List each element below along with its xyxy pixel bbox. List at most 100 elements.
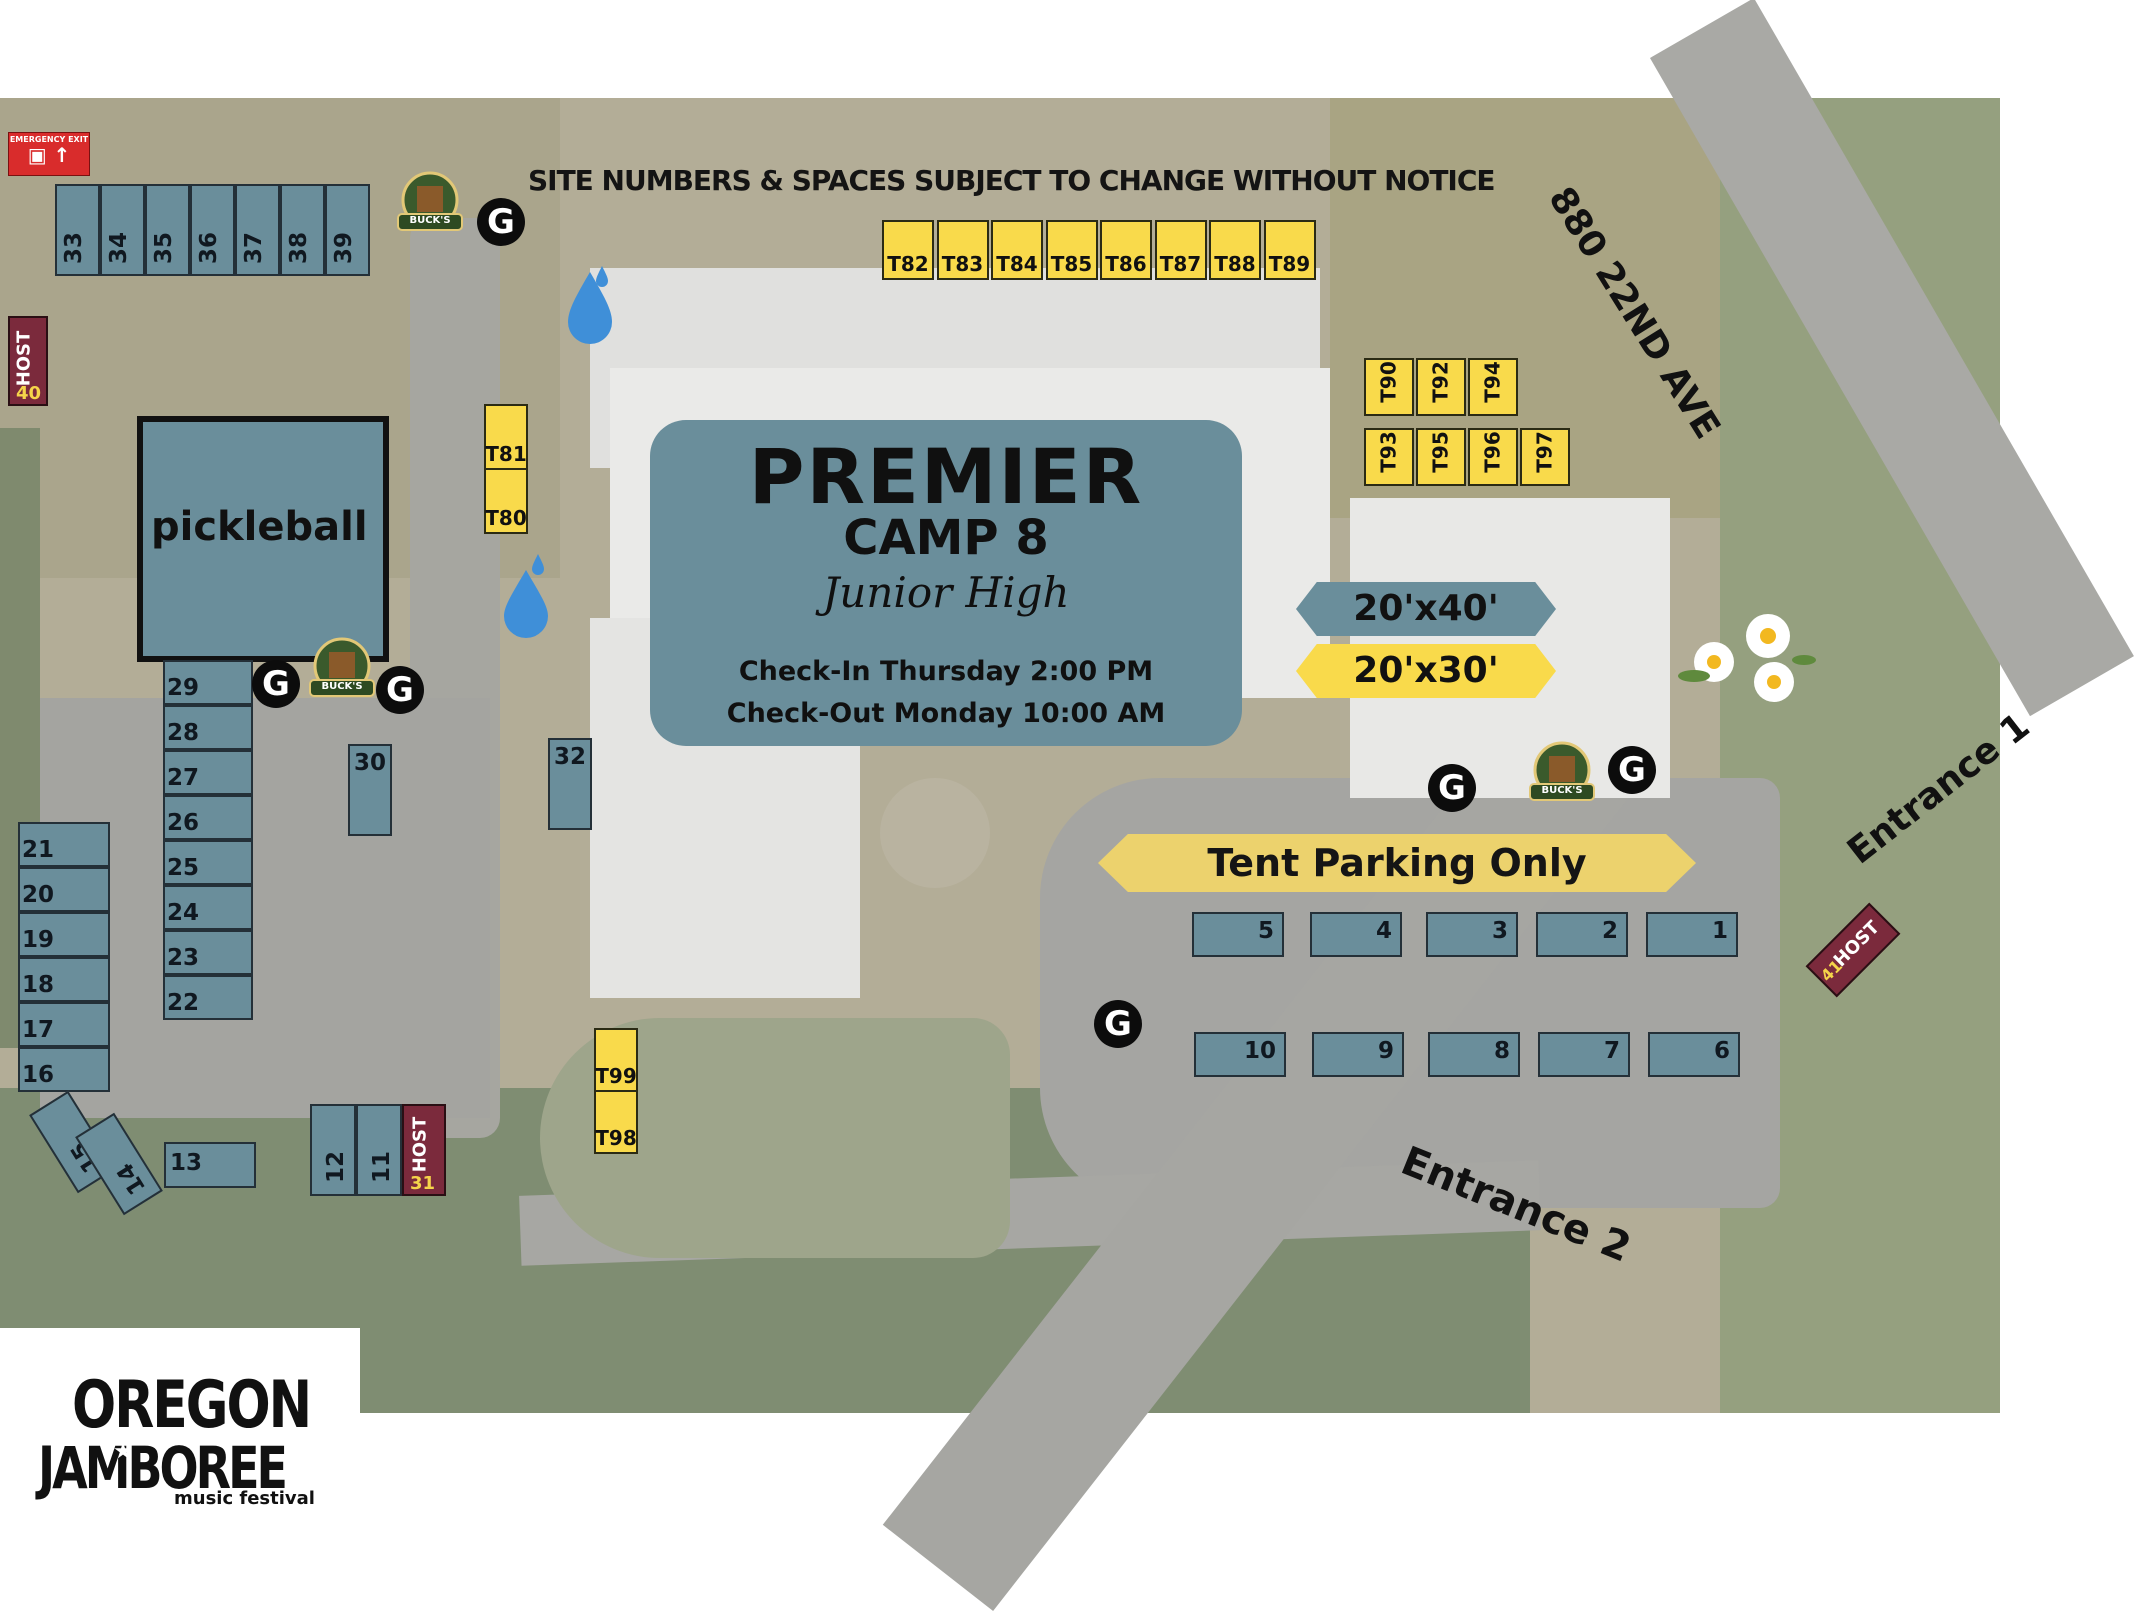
tent-site-T89[interactable]: T89 (1263, 220, 1316, 280)
campsite-1[interactable]: 1 (1646, 912, 1738, 957)
campsite-38[interactable]: 38 (280, 184, 325, 276)
campsite-30[interactable]: 30 (348, 744, 392, 836)
campsite-5[interactable]: 5 (1192, 912, 1284, 957)
exit-arrow-icon: ▣ ↑ (27, 143, 71, 167)
pickleball-label: pickleball (151, 504, 368, 550)
tent-site-T92[interactable]: T92 (1416, 358, 1466, 416)
campsite-number: 11 (369, 1150, 396, 1184)
campsite-25[interactable]: 25 (163, 840, 253, 885)
tent-site-number: T98 (595, 1126, 637, 1150)
tent-site-number: T87 (1159, 252, 1202, 276)
tent-site-T97[interactable]: T97 (1520, 428, 1570, 486)
pickleball-court: pickleball (137, 416, 389, 662)
campsite-number: 23 (167, 945, 200, 971)
tent-site-T94[interactable]: T94 (1468, 358, 1518, 416)
water-drop-icon (568, 266, 612, 344)
campsite-24[interactable]: 24 (163, 885, 253, 930)
garbage-marker-icon: G (1094, 1000, 1142, 1048)
campsite-7[interactable]: 7 (1538, 1032, 1630, 1077)
tent-site-T85[interactable]: T85 (1045, 220, 1098, 280)
tent-site-T96[interactable]: T96 (1468, 428, 1518, 486)
campsite-37[interactable]: 37 (235, 184, 280, 276)
tent-site-number: T86 (1105, 252, 1147, 276)
tent-site-T99[interactable]: T99 (594, 1028, 638, 1092)
host-site-31[interactable]: HOST 31 (402, 1104, 446, 1196)
tent-site-T86[interactable]: T86 (1100, 220, 1152, 280)
campsite-16[interactable]: 16 (18, 1047, 110, 1092)
campsite-20[interactable]: 20 (18, 867, 110, 912)
campsite-number: 38 (286, 231, 312, 264)
campsite-10[interactable]: 10 (1194, 1032, 1286, 1077)
title-panel: PREMIER CAMP 8 Junior High Check-In Thur… (650, 420, 1242, 746)
tent-site-T83[interactable]: T83 (936, 220, 989, 280)
tent-site-T87[interactable]: T87 (1154, 220, 1207, 280)
campsite-4[interactable]: 4 (1310, 912, 1402, 957)
host-number: 40 (16, 383, 42, 404)
campsite-39[interactable]: 39 (325, 184, 370, 276)
campsite-33[interactable]: 33 (55, 184, 100, 276)
tent-site-number: T96 (1480, 431, 1505, 473)
garbage-marker-icon: G (477, 198, 525, 246)
host-site-40[interactable]: HOST 40 (8, 316, 48, 406)
tent-site-T93[interactable]: T93 (1364, 428, 1414, 486)
campsite-number: 3 (1491, 918, 1508, 944)
campsite-number: 7 (1603, 1038, 1620, 1064)
host-label: HOST (409, 1116, 431, 1173)
tent-site-number: T84 (996, 252, 1038, 276)
campsite-21[interactable]: 21 (18, 822, 110, 867)
tent-site-number: T89 (1268, 252, 1311, 276)
campsite-35[interactable]: 35 (145, 184, 190, 276)
campsite-9[interactable]: 9 (1312, 1032, 1404, 1077)
checkout-text: Check-Out Monday 10:00 AM (726, 698, 1166, 729)
tent-site-T82[interactable]: T82 (882, 220, 934, 280)
campsite-23[interactable]: 23 (163, 930, 253, 975)
notice-text: SITE NUMBERS & SPACES SUBJECT TO CHANGE … (528, 164, 1496, 197)
campsite-number: 16 (22, 1062, 55, 1088)
campsite-28[interactable]: 28 (163, 705, 253, 750)
campsite-number: 20 (22, 882, 55, 908)
tent-site-number: T80 (485, 506, 527, 530)
campsite-17[interactable]: 17 (18, 1002, 110, 1047)
campsite-6[interactable]: 6 (1648, 1032, 1740, 1077)
tent-site-number: T99 (595, 1064, 637, 1088)
campsite-number: 1 (1711, 918, 1728, 944)
legend-large-site: 20'x40' (1296, 582, 1556, 636)
tent-site-number: T90 (1376, 361, 1401, 403)
tent-parking-banner: Tent Parking Only (1098, 834, 1696, 892)
campsite-26[interactable]: 26 (163, 795, 253, 840)
host-number: 31 (410, 1173, 436, 1194)
campsite-29[interactable]: 29 (163, 660, 253, 705)
campsite-13[interactable]: 13 (164, 1142, 256, 1188)
tent-site-number: T83 (941, 252, 984, 276)
campsite-22[interactable]: 22 (163, 975, 253, 1020)
campsite-19[interactable]: 19 (18, 912, 110, 957)
tent-site-T98[interactable]: T98 (594, 1090, 638, 1154)
campsite-number: 6 (1713, 1038, 1730, 1064)
garbage-marker-icon: G (376, 666, 424, 714)
campsite-number: 17 (22, 1017, 55, 1043)
tent-site-T80[interactable]: T80 (484, 468, 528, 534)
legend-small-site: 20'x30' (1296, 644, 1556, 698)
emergency-exit-label: EMERGENCY EXIT (9, 135, 89, 144)
campsite-36[interactable]: 36 (190, 184, 235, 276)
campsite-32[interactable]: 32 (548, 738, 592, 830)
campsite-2[interactable]: 2 (1536, 912, 1628, 957)
tent-site-T81[interactable]: T81 (484, 404, 528, 470)
campsite-34[interactable]: 34 (100, 184, 145, 276)
campsite-18[interactable]: 18 (18, 957, 110, 1002)
campsite-12[interactable]: 12 (310, 1104, 356, 1196)
campsite-11[interactable]: 11 (356, 1104, 402, 1196)
campsite-number: 5 (1257, 918, 1274, 944)
campsite-number: 8 (1493, 1038, 1510, 1064)
tent-site-T90[interactable]: T90 (1364, 358, 1414, 416)
campsite-3[interactable]: 3 (1426, 912, 1518, 957)
tent-site-T88[interactable]: T88 (1209, 220, 1261, 280)
campsite-number: 2 (1601, 918, 1618, 944)
tent-site-T84[interactable]: T84 (991, 220, 1043, 280)
campsite-number: 24 (167, 900, 200, 926)
tent-site-T95[interactable]: T95 (1416, 428, 1466, 486)
campsite-8[interactable]: 8 (1428, 1032, 1520, 1077)
campsite-27[interactable]: 27 (163, 750, 253, 795)
campsite-number: 34 (106, 231, 132, 264)
